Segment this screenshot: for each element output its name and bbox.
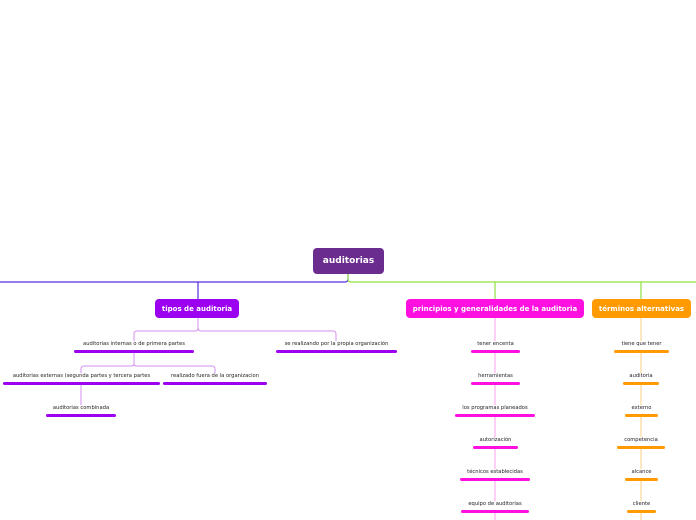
leaf-underline bbox=[625, 478, 658, 481]
leaf-label: técnicos establecidas bbox=[467, 469, 523, 475]
connector-root-left bbox=[0, 274, 349, 283]
leaf-auditoria[interactable]: auditoria bbox=[623, 372, 659, 380]
leaf-autorizacion[interactable]: autorización bbox=[473, 436, 518, 444]
branch-label-tipos: tipos de auditoria bbox=[161, 304, 233, 313]
leaf-label: autorización bbox=[479, 437, 512, 443]
root-node[interactable]: auditorias bbox=[313, 248, 384, 274]
leaf-label: realizado fuera de la organizacion bbox=[170, 373, 260, 379]
leaf-competencia[interactable]: competencia bbox=[617, 436, 665, 444]
leaf-underline bbox=[3, 382, 160, 385]
leaf-underline bbox=[461, 510, 529, 513]
leaf-tecnicos-establecidas[interactable]: técnicos establecidas bbox=[460, 468, 530, 476]
branch-node-terminos[interactable]: términos alternativas bbox=[592, 299, 691, 318]
branch-label-principios: principios y generalidades de la auditor… bbox=[412, 304, 578, 313]
connector-internas-externas bbox=[80, 351, 135, 373]
connector-root-right bbox=[347, 274, 696, 283]
leaf-cliente[interactable]: cliente bbox=[627, 500, 656, 508]
leaf-label: cliente bbox=[632, 501, 651, 507]
branch-label-terminos: términos alternativas bbox=[598, 304, 685, 313]
leaf-auditorias-externas[interactable]: auditorias externas (segunda partes y te… bbox=[3, 372, 160, 380]
leaf-underline bbox=[276, 350, 397, 353]
leaf-underline bbox=[163, 382, 267, 385]
branch-node-tipos[interactable]: tipos de auditoria bbox=[155, 299, 239, 318]
leaf-label: alcance bbox=[631, 469, 652, 475]
connector-internas-fuera bbox=[133, 363, 216, 373]
leaf-label: herramientas bbox=[478, 373, 513, 379]
leaf-herramientas[interactable]: herramientas bbox=[471, 372, 520, 380]
leaf-underline bbox=[623, 382, 659, 385]
leaf-underline bbox=[627, 510, 656, 513]
leaf-tener-encenta[interactable]: tener encenta bbox=[471, 340, 520, 348]
root-node-label: auditorias bbox=[322, 256, 375, 266]
connector-tipos-propia bbox=[197, 327, 337, 341]
leaf-underline bbox=[46, 414, 116, 417]
leaf-label: auditorias externas (segunda partes y te… bbox=[12, 373, 151, 379]
leaf-label: los programas planeados bbox=[462, 405, 528, 411]
leaf-propia-organizacion[interactable]: se realizando por la propia organización bbox=[276, 340, 397, 348]
connector-tipos-internas bbox=[133, 318, 199, 341]
leaf-fuera-organizacion[interactable]: realizado fuera de la organizacion bbox=[163, 372, 267, 380]
leaf-label: externo bbox=[631, 405, 652, 411]
leaf-externo[interactable]: externo bbox=[625, 404, 658, 412]
leaf-label: auditorias combinada bbox=[52, 405, 110, 411]
leaf-underline bbox=[625, 414, 658, 417]
leaf-label: auditoria bbox=[629, 373, 653, 379]
leaf-auditorias-combinada[interactable]: auditorias combinada bbox=[46, 404, 116, 412]
leaf-label: tiene que tener bbox=[621, 341, 662, 347]
leaf-underline bbox=[473, 446, 518, 449]
leaf-underline bbox=[455, 414, 535, 417]
leaf-auditorias-internas[interactable]: auditorias internas o de primera partes bbox=[74, 340, 194, 348]
leaf-label: competencia bbox=[624, 437, 658, 443]
leaf-underline bbox=[74, 350, 194, 353]
branch-node-principios[interactable]: principios y generalidades de la auditor… bbox=[406, 299, 584, 318]
leaf-alcance[interactable]: alcance bbox=[625, 468, 658, 476]
leaf-underline bbox=[471, 350, 520, 353]
leaf-label: auditorias internas o de primera partes bbox=[83, 341, 185, 347]
leaf-underline bbox=[614, 350, 669, 353]
leaf-tiene-que-tener[interactable]: tiene que tener bbox=[614, 340, 669, 348]
leaf-underline bbox=[471, 382, 520, 385]
leaf-label: se realizando por la propia organización bbox=[284, 341, 389, 347]
leaf-programas-planeados[interactable]: los programas planeados bbox=[455, 404, 535, 412]
leaf-label: tener encenta bbox=[477, 341, 514, 347]
leaf-underline bbox=[617, 446, 665, 449]
leaf-underline bbox=[460, 478, 530, 481]
leaf-label: equipo de auditorias bbox=[468, 501, 522, 507]
leaf-equipo-auditorias[interactable]: equipo de auditorias bbox=[461, 500, 529, 508]
